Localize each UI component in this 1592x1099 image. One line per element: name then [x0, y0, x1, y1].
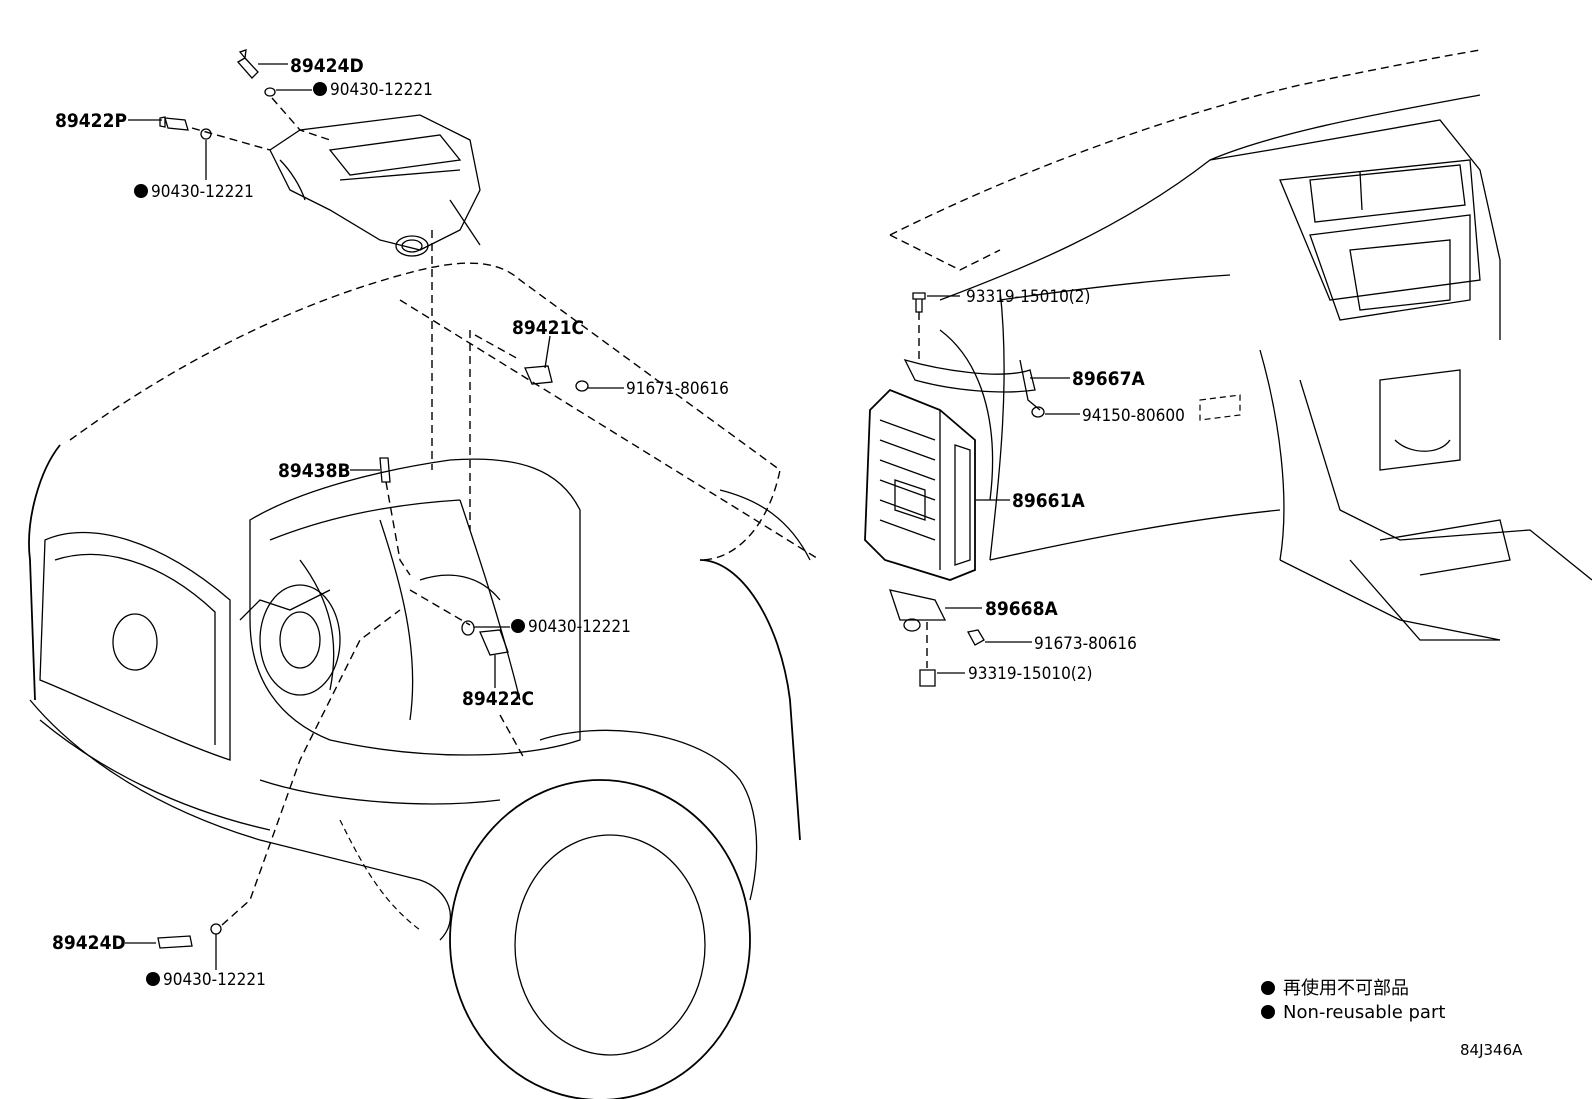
label-93319-b: 93319-15010(2): [968, 664, 1092, 684]
label-91673: 91673-80616: [1034, 634, 1137, 654]
label-89422C: 89422C: [462, 688, 534, 710]
nut-94150-icon: [1031, 406, 1045, 418]
ecu-assembly-illustration: [864, 358, 1041, 632]
bolt-91673-icon: [967, 629, 985, 646]
label-89667A: 89667A: [1072, 368, 1145, 390]
non-reusable-marker-b: [134, 184, 148, 198]
bolt-93319-bottom-icon: [919, 669, 936, 687]
label-89422P: 89422P: [55, 110, 127, 132]
sensor-89422P-icon: [159, 116, 189, 131]
label-89424D-bottom: 89424D: [52, 932, 126, 954]
label-89438B: 89438B: [278, 460, 351, 482]
legend-text-en: Non-reusable part: [1283, 1002, 1445, 1023]
label-90430-b: 90430-12221: [151, 182, 254, 202]
legend-marker-en: [1261, 1005, 1275, 1019]
legend-text-jp: 再使用不可部品: [1283, 978, 1409, 999]
label-90430-a: 90430-12221: [330, 80, 433, 100]
bolt-93319-top-icon: [912, 292, 926, 313]
vehicle-front-illustration: [28, 262, 821, 1099]
reference-code: 84J346A: [1460, 1041, 1523, 1059]
label-93319-a: 93319-15010(2): [966, 287, 1090, 307]
non-reusable-marker-a: [313, 82, 327, 96]
part-labels: 89424D 90430-12221 89422P 90430-12221 89…: [52, 55, 1185, 990]
label-94150: 94150-80600: [1082, 406, 1185, 426]
sensor-89438B-icon: [379, 457, 391, 483]
sensor-89424D-top-icon: [236, 49, 259, 79]
sensor-89424D-bottom-icon: [157, 935, 193, 949]
sensor-89421C-icon: [524, 365, 553, 385]
legend-marker-jp: [1261, 981, 1275, 995]
label-90430-d: 90430-12221: [163, 970, 266, 990]
label-89661A: 89661A: [1012, 490, 1085, 512]
non-reusable-marker-c: [511, 619, 525, 633]
label-89668A: 89668A: [985, 598, 1058, 620]
dashboard-interior-illustration: [889, 49, 1592, 641]
legend: 再使用不可部品 Non-reusable part: [1261, 978, 1445, 1023]
sensor-89422C-icon: [479, 629, 509, 656]
label-90430-c: 90430-12221: [528, 617, 631, 637]
label-91671: 91671-80616: [626, 379, 729, 399]
label-89421C: 89421C: [512, 317, 584, 339]
part-symbols: [157, 49, 1045, 949]
non-reusable-marker-d: [146, 972, 160, 986]
label-89424D-top: 89424D: [290, 55, 364, 77]
intake-component-illustration: [269, 114, 481, 257]
leader-lines: [125, 63, 1080, 970]
